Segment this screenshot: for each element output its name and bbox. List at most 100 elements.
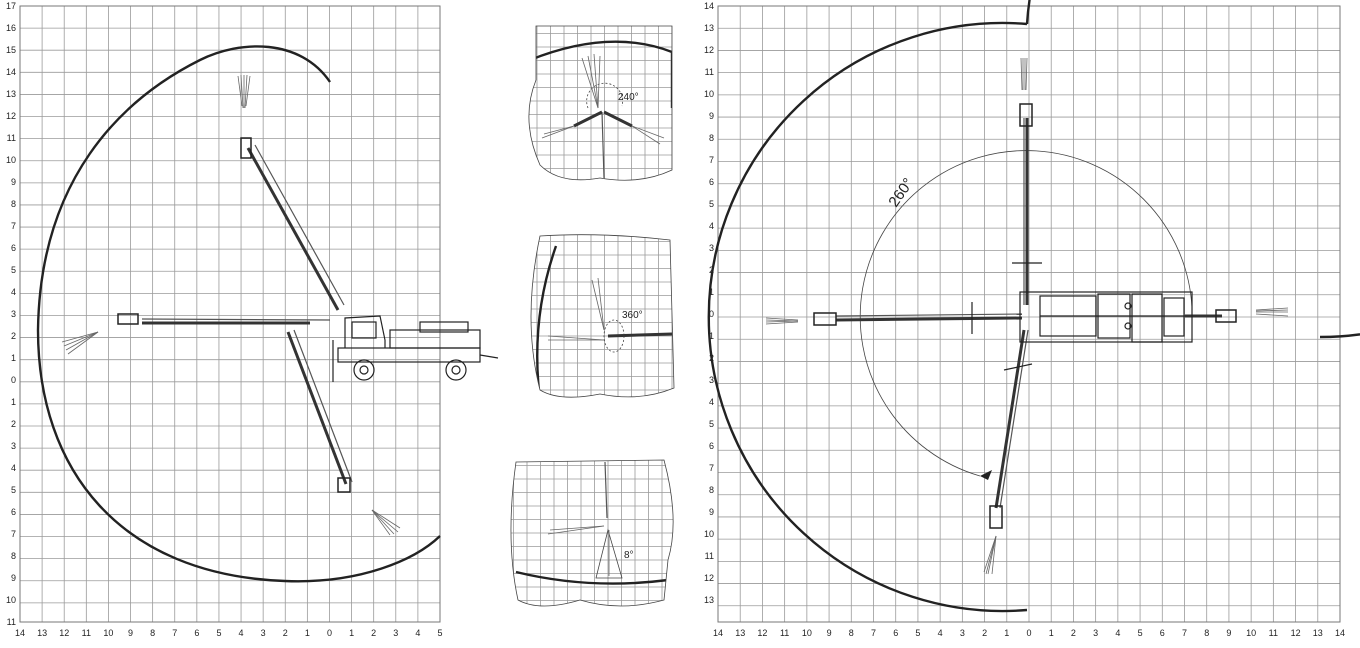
plan-view-x-tick: 0	[1026, 628, 1031, 638]
side-view-x-tick: 9	[128, 628, 133, 638]
side-view-y-tick: 1	[11, 353, 16, 363]
plan-view-x-tick: 3	[960, 628, 965, 638]
side-view-x-tick: 1	[305, 628, 310, 638]
side-view-y-tick: 17	[6, 1, 16, 11]
plan-view-y-tick: 8	[709, 133, 714, 143]
side-view-y-tick: 11	[7, 133, 16, 143]
shotcrete-truck	[332, 315, 499, 382]
plan-view-y-tick: 7	[709, 463, 714, 473]
side-view-y-tick: 5	[11, 265, 16, 275]
side-view-y-tick: 3	[11, 309, 16, 319]
side-view-x-tick: 2	[371, 628, 376, 638]
detail-middle-angle-label: 360°	[622, 310, 643, 321]
plan-view-x-tick: 12	[1291, 628, 1301, 638]
plan-view-y-tick: 8	[709, 485, 714, 495]
plan-view-y-tick: 12	[704, 45, 714, 55]
side-view-boom-lower	[286, 329, 353, 493]
detail-view-middle: 360°	[530, 234, 675, 398]
side-view-y-tick: 3	[11, 441, 16, 451]
side-view-grid	[19, 5, 441, 622]
side-view-y-tick: 16	[6, 23, 16, 33]
side-view-x-tick: 7	[172, 628, 177, 638]
plan-view-boom-right	[1185, 309, 1237, 323]
side-view-y-tick: 9	[11, 177, 16, 187]
plan-view-y-tick: 13	[704, 595, 714, 605]
side-view-x-tick: 5	[216, 628, 221, 638]
plan-view-x-tick: 6	[1160, 628, 1165, 638]
plan-view-x-tick: 14	[713, 628, 723, 638]
side-view-y-tick: 12	[6, 111, 16, 121]
plan-view-boom-left	[813, 302, 1023, 334]
plan-view-y-tick: 4	[709, 221, 714, 231]
plan-view-x-tick: 11	[1269, 628, 1278, 638]
side-view-x-tick: 4	[415, 628, 420, 638]
plan-view-boom-vertical	[1012, 103, 1042, 305]
plan-view-y-tick: 6	[709, 441, 714, 451]
plan-view-x-tick: 12	[757, 628, 767, 638]
plan-view-y-tick: 4	[709, 397, 714, 407]
plan-view-y-tick: 1	[709, 287, 714, 297]
side-view-y-tick: 5	[11, 485, 16, 495]
side-view-y-tick: 1	[11, 397, 16, 407]
plan-view-spray-fan-left	[765, 317, 799, 325]
plan-view-x-tick: 2	[1071, 628, 1076, 638]
plan-view-y-tick: 7	[709, 155, 714, 165]
side-view-x-tick: 13	[37, 628, 47, 638]
side-view-y-tick: 8	[11, 199, 16, 209]
side-view-boom-upper	[240, 137, 345, 311]
side-view-boom-horizontal	[117, 313, 331, 325]
side-view-y-tick: 4	[11, 287, 16, 297]
side-view-y-tick: 0	[11, 375, 16, 385]
side-view-y-tick: 7	[11, 221, 16, 231]
plan-view-y-tick: 9	[709, 111, 714, 121]
side-view-y-tick: 4	[11, 463, 16, 473]
side-view-x-tick: 12	[59, 628, 69, 638]
plan-view-x-tick: 6	[893, 628, 898, 638]
side-view-y-tick: 11	[7, 617, 16, 627]
side-view-y-tick: 13	[6, 89, 16, 99]
plan-view-y-tick: 0	[709, 309, 714, 319]
plan-view-y-tick: 9	[709, 507, 714, 517]
plan-view-x-tick: 13	[1313, 628, 1323, 638]
plan-view-y-tick: 3	[709, 375, 714, 385]
side-view-y-tick: 7	[11, 529, 16, 539]
plan-view-x-tick: 7	[1182, 628, 1187, 638]
side-view-y-tick: 6	[11, 243, 16, 253]
side-view-frame	[19, 5, 441, 623]
side-view-y-tick: 2	[11, 419, 16, 429]
plan-view-x-tick: 8	[1204, 628, 1209, 638]
side-view-spray-fan-bottom	[371, 509, 401, 536]
plan-view-x-tick: 4	[1115, 628, 1120, 638]
side-view-y-tick: 9	[11, 573, 16, 583]
side-view-spray-fan-top	[237, 74, 251, 109]
plan-view-slew-angle-label: 260°	[885, 175, 917, 210]
plan-view-y-tick: 1	[709, 331, 714, 341]
side-view-x-tick: 4	[239, 628, 244, 638]
side-view-reach-envelope	[36, 45, 441, 583]
plan-view-x-tick: 7	[871, 628, 876, 638]
plan-view-x-tick: 3	[1093, 628, 1098, 638]
plan-view-y-tick: 3	[709, 243, 714, 253]
plan-view-spray-fan-right	[1255, 307, 1289, 317]
plan-view-y-tick: 11	[705, 551, 714, 561]
detail-view-bottom: 8°	[510, 459, 674, 607]
plan-view-spray-fan-top	[1020, 57, 1028, 91]
side-view-x-tick: 5	[437, 628, 442, 638]
side-view-x-tick: 8	[150, 628, 155, 638]
side-view-y-tick: 14	[6, 67, 16, 77]
plan-view-y-tick: 10	[704, 529, 714, 539]
side-view-x-tick: 0	[327, 628, 332, 638]
side-view-spray-fan-left	[61, 331, 99, 355]
plan-view-x-tick: 2	[982, 628, 987, 638]
side-view-x-tick: 11	[82, 628, 91, 638]
plan-view-x-tick: 8	[849, 628, 854, 638]
plan-view-grid	[717, 5, 1341, 622]
plan-view-y-tick: 10	[704, 89, 714, 99]
side-view-x-tick: 10	[103, 628, 113, 638]
plan-view-x-tick: 1	[1004, 628, 1009, 638]
